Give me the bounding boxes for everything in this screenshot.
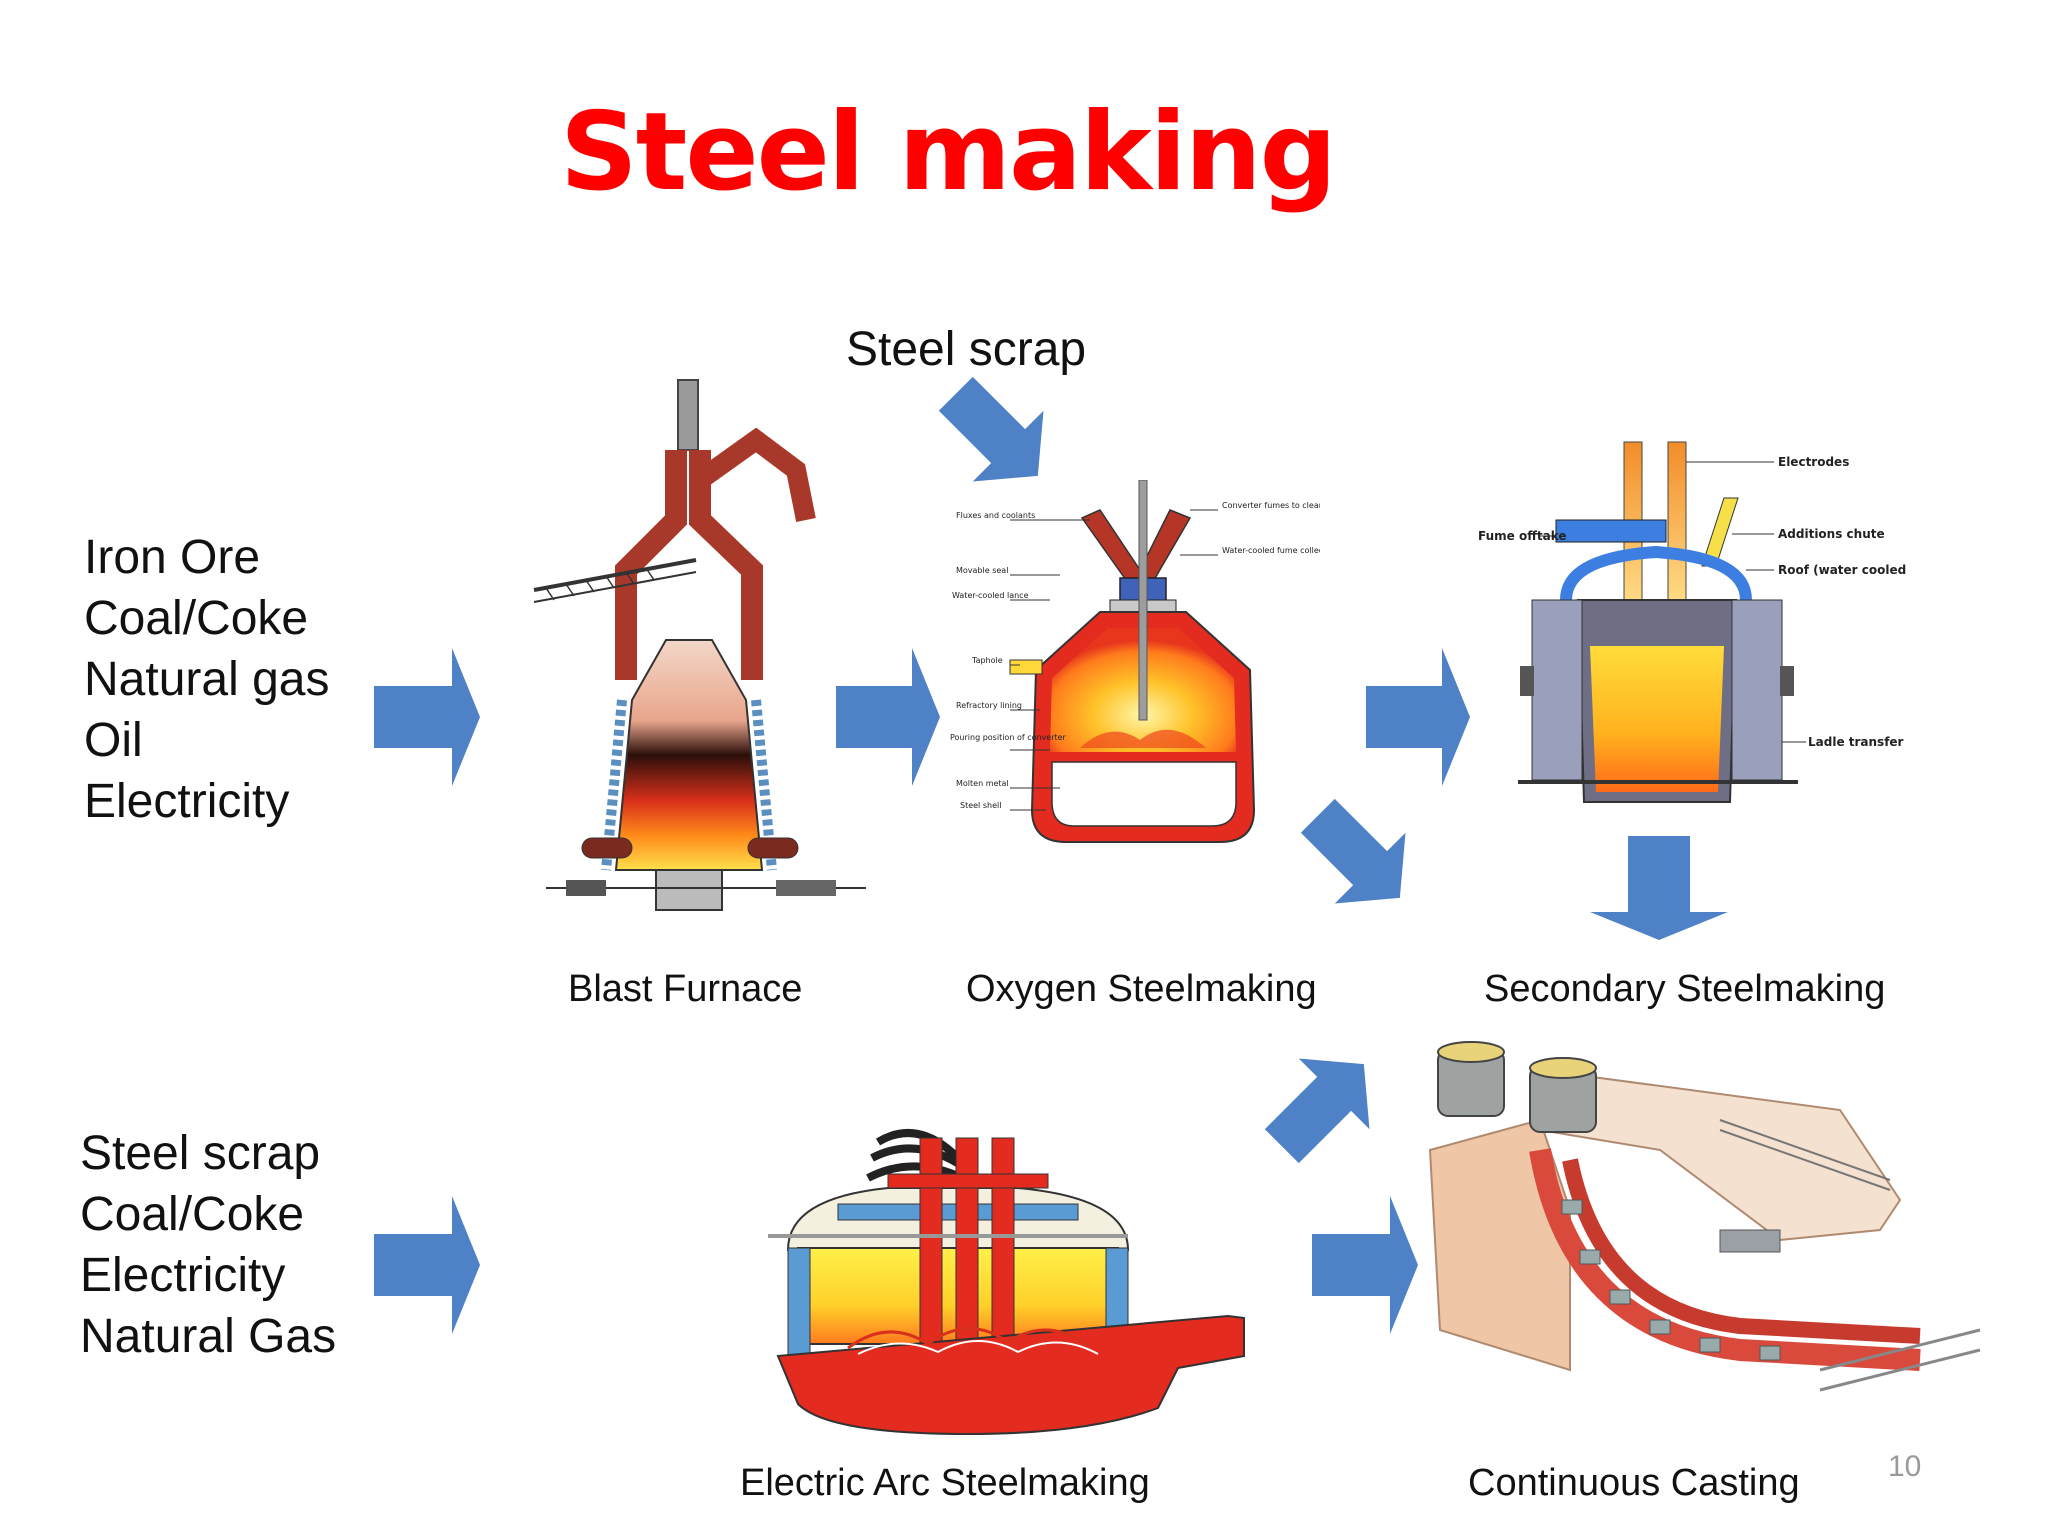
bof-label: Converter fumes to cleaning plant — [1222, 501, 1320, 510]
continuous-casting-illustration — [1428, 1041, 1981, 1392]
arrow-secondary-to-casting — [1590, 836, 1728, 940]
arrow-blast-to-oxygen — [836, 648, 940, 786]
ladle-furnace-illustration: Electrodes Fume offtake Additions chute … — [1478, 441, 1906, 803]
arrow-inputs-to-blast-furnace — [374, 648, 480, 786]
bof-label: Molten metal — [956, 779, 1009, 788]
scrap-input-label: Steel scrap — [846, 323, 1087, 376]
caption-secondary-steelmaking: Secondary Steelmaking — [1484, 968, 1886, 1010]
input-item: Coal/Coke — [84, 592, 309, 645]
primary-inputs-list: Iron Ore Coal/Coke Natural gas Oil Elect… — [84, 527, 329, 832]
ladle-label: Additions chute — [1778, 527, 1885, 541]
blast-furnace-illustration — [533, 379, 866, 911]
input-item: Natural gas — [84, 653, 330, 706]
ladle-label: Ladle transfer car — [1808, 735, 1906, 749]
caption-oxygen-steelmaking: Oxygen Steelmaking — [966, 968, 1317, 1010]
slide-title: Steel making — [560, 90, 1337, 215]
input-item: Steel scrap — [80, 1127, 321, 1180]
input-item: Iron Ore — [84, 531, 261, 584]
caption-continuous-casting: Continuous Casting — [1468, 1462, 1800, 1504]
arrow-electric-arc-to-secondary — [1264, 1058, 1370, 1164]
bof-label: Fluxes and coolants — [956, 511, 1035, 520]
bof-label: Movable seal — [956, 566, 1008, 575]
arrow-inputs-to-electric-arc — [374, 1196, 480, 1334]
page-number: 10 — [1888, 1450, 1922, 1483]
arrow-scrap-to-oxygen — [938, 376, 1044, 482]
input-item: Electricity — [84, 775, 290, 828]
input-item: Natural Gas — [80, 1310, 337, 1363]
bof-label: Pouring position of converter — [950, 733, 1067, 742]
input-item: Electricity — [80, 1249, 286, 1302]
input-item: Oil — [84, 714, 143, 767]
bof-label: Water-cooled lance — [952, 591, 1029, 600]
input-item: Coal/Coke — [80, 1188, 305, 1241]
arrow-electric-arc-to-casting — [1312, 1196, 1418, 1334]
bof-label: Steel shell — [960, 801, 1001, 810]
arrow-oxygen-to-secondary-diagonal — [1300, 798, 1406, 904]
electric-arc-furnace-illustration — [768, 1129, 1245, 1436]
caption-blast-furnace: Blast Furnace — [568, 968, 803, 1010]
oxygen-converter-illustration: Fluxes and coolants Movable seal Water-c… — [950, 480, 1320, 843]
arrow-oxygen-to-secondary — [1366, 648, 1470, 786]
secondary-inputs-list: Steel scrap Coal/Coke Electricity Natura… — [80, 1123, 336, 1367]
ladle-label: Roof (water cooled) — [1778, 563, 1906, 577]
bof-label: Water-cooled fume collection hood — [1222, 546, 1320, 555]
caption-electric-arc: Electric Arc Steelmaking — [740, 1462, 1150, 1504]
bof-label: Taphole — [971, 656, 1003, 665]
bof-label: Refractory lining — [956, 701, 1022, 710]
ladle-label: Electrodes — [1778, 455, 1849, 469]
ladle-label: Fume offtake — [1478, 529, 1567, 543]
